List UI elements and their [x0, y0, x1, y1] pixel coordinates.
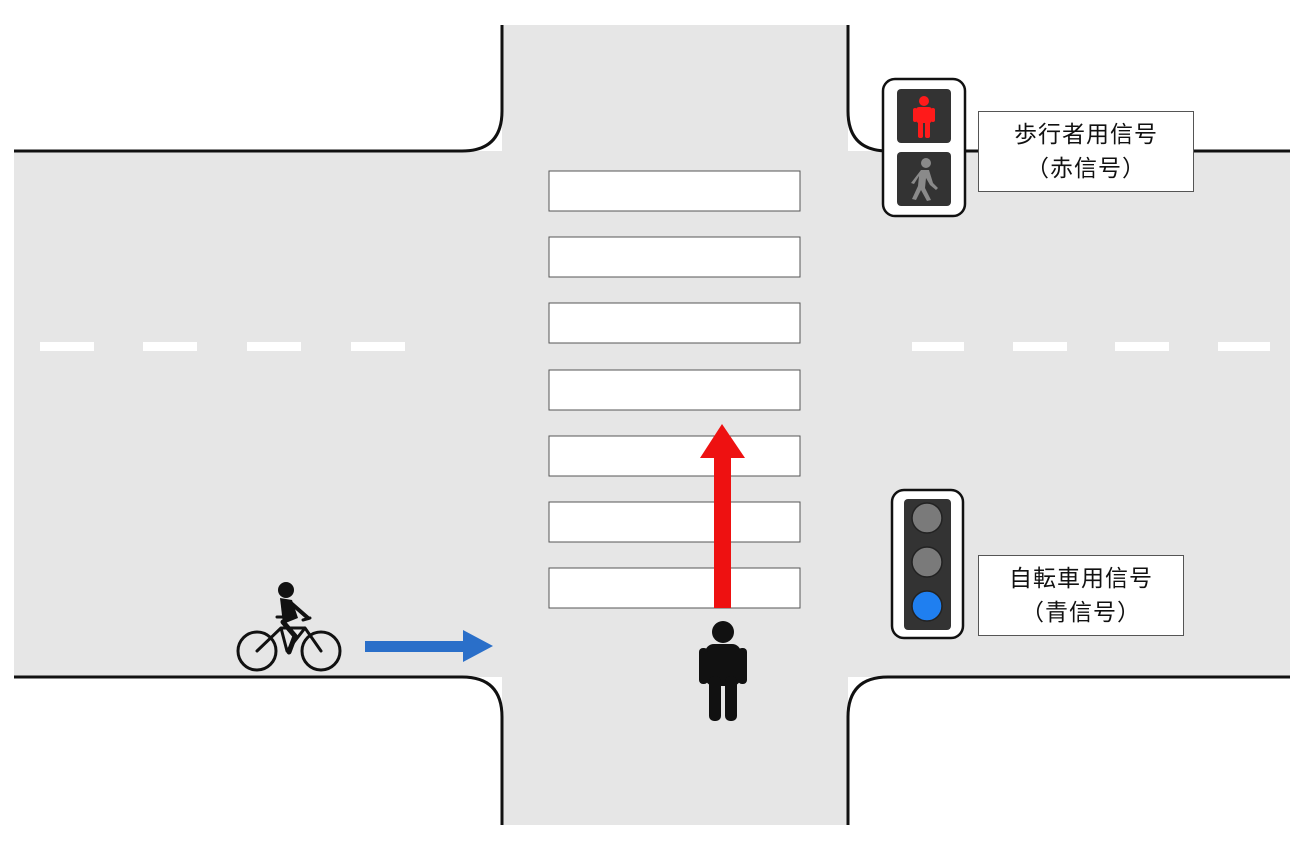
pedestrian-figure-icon: [699, 621, 747, 721]
pedestrian-walk-icon: [911, 158, 938, 201]
signal-lamp-top-icon: [911, 502, 943, 534]
crosswalk-stripe: [548, 369, 801, 411]
pedestrian-direction-arrow: [700, 424, 745, 608]
crosswalk: [548, 170, 801, 609]
bicycle-signal: [890, 488, 965, 640]
bicycle-signal-label: 自転車用信号 （青信号）: [978, 555, 1184, 636]
bicycle-direction-arrow: [365, 630, 493, 662]
crosswalk-stripe: [548, 501, 801, 543]
center-lane-markings: [40, 342, 1270, 351]
sidewalk-bottom-right: [848, 677, 1304, 843]
pedestrian-stop-icon: [913, 96, 935, 138]
sidewalk-top-left: [0, 0, 502, 151]
crosswalk-stripe: [548, 236, 801, 278]
crosswalk-stripe: [548, 170, 801, 212]
signal-lamp-bottom-icon: [911, 590, 943, 622]
crosswalk-stripe: [548, 567, 801, 609]
road-vertical: [502, 25, 848, 825]
crosswalk-stripe: [548, 302, 801, 344]
pedestrian-signal-label-line2: （赤信号）: [1026, 155, 1146, 182]
bicycle-signal-label-line1: 自転車用信号: [1009, 565, 1153, 592]
pedestrian-signal: [881, 77, 967, 218]
crosswalk-stripe: [548, 435, 801, 477]
signal-lamp-middle-icon: [911, 546, 943, 578]
sidewalk-bottom-left: [0, 677, 502, 843]
pedestrian-signal-label: 歩行者用信号 （赤信号）: [978, 111, 1194, 192]
bicycle-signal-label-line2: （青信号）: [1021, 599, 1141, 626]
pedestrian-signal-label-line1: 歩行者用信号: [1014, 121, 1158, 148]
cyclist-icon: [236, 582, 342, 672]
